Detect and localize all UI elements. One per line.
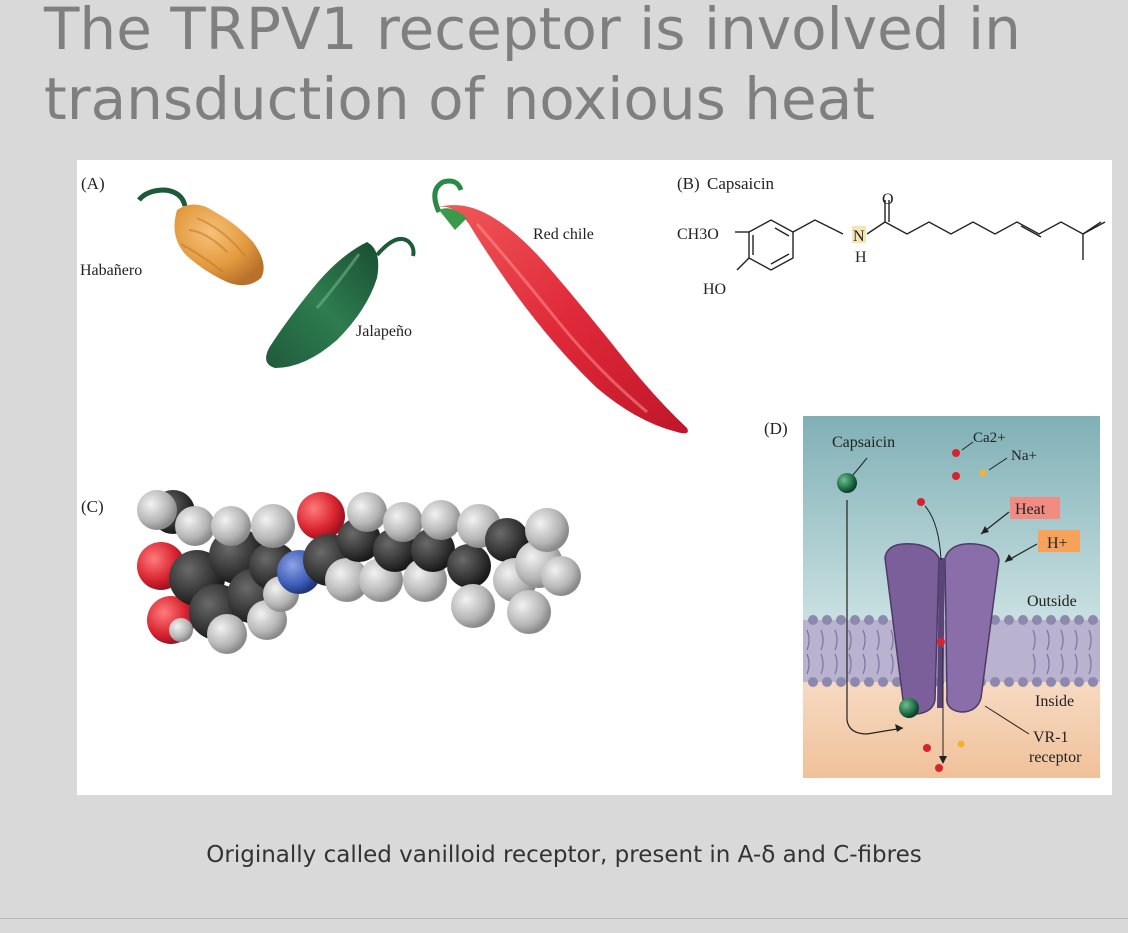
capsaicin-structure	[735, 200, 1106, 271]
panel-a-label: (A)	[81, 174, 105, 193]
calcium-ion	[935, 764, 943, 772]
sodium-label: Na+	[1011, 448, 1037, 464]
panel-b-label: (B)	[677, 174, 700, 193]
capsaicin-label: Capsaicin	[832, 434, 895, 451]
vr1-receptor-shape	[884, 543, 1000, 715]
ho-label: HO	[703, 281, 726, 298]
outside-label: Outside	[1027, 593, 1077, 610]
sodium-ion	[957, 740, 965, 748]
heat-label: Heat	[1015, 501, 1046, 518]
footer-divider	[0, 918, 1128, 919]
calcium-ion	[917, 498, 925, 506]
nitrogen-label: N	[853, 228, 865, 245]
calcium-ion	[952, 449, 960, 457]
space-filling-model	[137, 490, 581, 654]
slide-title-line-1: The TRPV1 receptor is involved in	[44, 0, 1021, 63]
receptor-label: receptor	[1029, 749, 1082, 766]
h-plus-label: H+	[1047, 535, 1068, 552]
slide-title-line-2: transduction of noxious heat	[44, 65, 875, 133]
receptor-diagram	[803, 416, 1100, 778]
inside-label: Inside	[1035, 693, 1074, 710]
calcium-ion	[937, 638, 945, 646]
jalapeno-label: Jalapeño	[356, 323, 412, 340]
panel-d-label: (D)	[764, 419, 788, 438]
red-chile-label: Red chile	[533, 226, 594, 243]
calcium-ion	[952, 472, 960, 480]
capsaicin-molecule	[837, 473, 857, 493]
red-chile-illustration	[432, 178, 688, 434]
sodium-ion	[979, 469, 987, 477]
figure-panel: (A) Habañero Jalapeño Red chile (B) Caps…	[77, 160, 1112, 795]
slide-caption: Originally called vanilloid receptor, pr…	[206, 842, 922, 868]
calcium-label: Ca2+	[973, 430, 1006, 446]
panel-c-label: (C)	[81, 497, 104, 516]
habanero-pepper-illustration	[137, 187, 264, 286]
calcium-ion	[923, 744, 931, 752]
vr1-label: VR-1	[1033, 729, 1069, 746]
capsaicin-path-arrow	[846, 500, 904, 735]
heat-box	[1010, 497, 1060, 519]
oxygen-label: O	[882, 191, 894, 208]
capsaicin-structure-title: Capsaicin	[707, 174, 775, 193]
nitrogen-highlight	[852, 226, 866, 243]
h-plus-box	[1038, 530, 1080, 552]
jalapeno-pepper-illustration	[266, 237, 416, 368]
ch3o-label: CH3O	[677, 226, 719, 243]
habanero-label: Habañero	[80, 262, 142, 279]
capsaicin-bound	[899, 698, 919, 718]
figure-svg: (A) Habañero Jalapeño Red chile (B) Caps…	[80, 174, 1106, 778]
hydrogen-label: H	[855, 249, 867, 266]
slide-title: The TRPV1 receptor is involved in transd…	[44, 0, 1114, 134]
